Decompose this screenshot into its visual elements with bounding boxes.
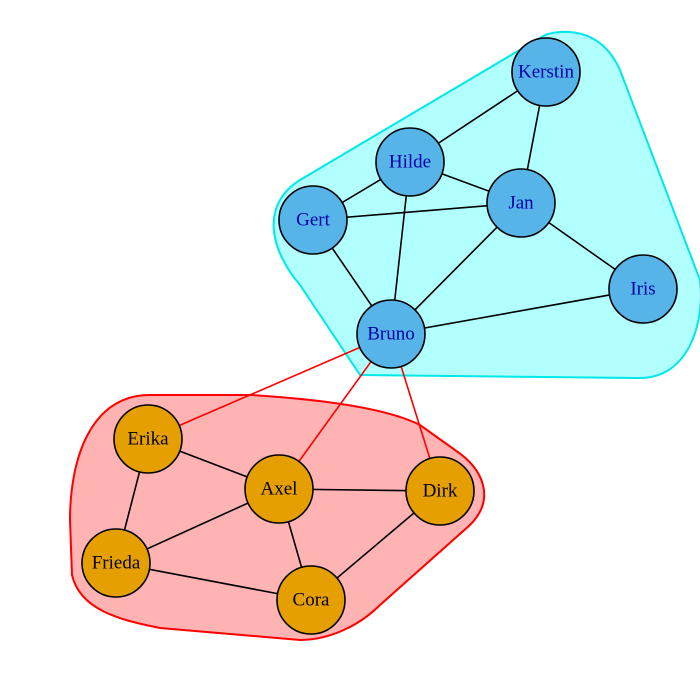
node-axel: Axel bbox=[244, 454, 314, 524]
node-label-hilde: Hilde bbox=[389, 152, 431, 173]
node-circle-erika bbox=[113, 404, 183, 474]
node-label-iris: Iris bbox=[630, 279, 655, 300]
node-circle-kerstin bbox=[511, 37, 581, 107]
node-circle-jan bbox=[486, 168, 556, 238]
node-circle-cora bbox=[276, 565, 346, 635]
node-iris: Iris bbox=[608, 254, 678, 324]
node-cora: Cora bbox=[276, 565, 346, 635]
node-circle-frieda bbox=[81, 528, 151, 598]
node-gert: Gert bbox=[278, 185, 348, 255]
node-hilde: Hilde bbox=[375, 127, 445, 197]
node-label-bruno: Bruno bbox=[367, 324, 415, 345]
node-jan: Jan bbox=[486, 168, 556, 238]
node-label-gert: Gert bbox=[296, 210, 330, 231]
node-circle-dirk bbox=[405, 456, 475, 526]
node-frieda: Frieda bbox=[81, 528, 151, 598]
node-label-frieda: Frieda bbox=[92, 553, 141, 574]
node-erika: Erika bbox=[113, 404, 183, 474]
node-circle-hilde bbox=[375, 127, 445, 197]
node-circle-axel bbox=[244, 454, 314, 524]
node-label-dirk: Dirk bbox=[423, 481, 458, 502]
node-label-cora: Cora bbox=[293, 590, 331, 611]
node-circle-gert bbox=[278, 185, 348, 255]
node-label-axel: Axel bbox=[261, 479, 298, 500]
node-label-jan: Jan bbox=[508, 193, 534, 214]
node-dirk: Dirk bbox=[405, 456, 475, 526]
edge-bruno-erika bbox=[147, 333, 392, 440]
node-label-kerstin: Kerstin bbox=[518, 62, 574, 83]
edge-iris-bruno bbox=[390, 288, 644, 335]
node-bruno: Bruno bbox=[356, 299, 426, 369]
node-circle-bruno bbox=[356, 299, 426, 369]
node-circle-iris bbox=[608, 254, 678, 324]
node-kerstin: Kerstin bbox=[511, 37, 581, 107]
node-label-erika: Erika bbox=[127, 429, 169, 450]
